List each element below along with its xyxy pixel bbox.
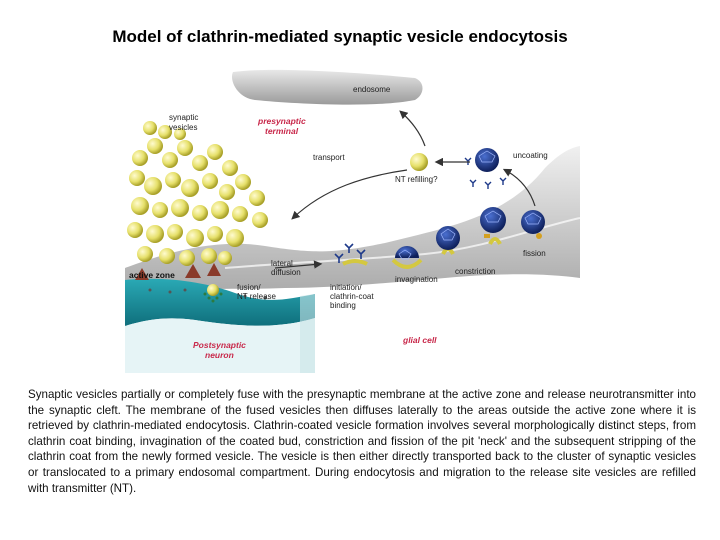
label-fusion: fusion/ NT release [237,283,277,301]
clathrin-initiation [342,259,368,266]
arrow-to-endosome [399,110,426,147]
active-zone-marker [207,263,221,276]
clathrin-triskelia [334,243,366,263]
slide-title: Model of clathrin-mediated synaptic vesi… [112,27,568,46]
invagination-bud [391,246,423,269]
label-initiation: initiation/ clathrin-coat binding [330,283,376,310]
label-synaptic-vesicles: synaptic vesicles [169,113,201,132]
label-uncoating: uncoating [513,151,548,160]
label-active-zone: active zone [129,270,175,280]
fission-bud [480,207,506,245]
active-zone-marker [135,268,149,280]
arrow-fission-up [502,168,536,207]
label-invagination: invagination [395,275,438,284]
endocytosis-diagram: endosome synaptic vesicles presynaptic t… [125,69,580,373]
label-nt-refilling: NT refilling? [395,175,438,184]
label-glial-cell: glial cell [402,335,437,345]
endosome-shape [231,69,423,105]
label-postsynaptic-neuron: Postsynaptic neuron [193,340,248,360]
arrow-transport [291,169,408,220]
label-fission: fission [523,249,546,258]
label-lateral-diffusion: lateral diffusion [271,259,301,277]
arrow-lateral-diffusion [274,260,323,269]
fusing-vesicle [207,284,219,296]
figure-caption: Synaptic vesicles partially or completel… [28,388,696,495]
label-transport: transport [313,153,345,162]
nt-refilling-vesicle [410,153,428,171]
label-endosome: endosome [353,85,391,94]
fission-vesicle [521,210,545,239]
nt-release-dots [203,292,223,303]
label-presynaptic-terminal: presynaptic terminal [257,116,308,136]
label-constriction: constriction [455,267,495,276]
synaptic-vesicle-cluster [127,121,268,266]
glial-cell-shape [315,278,580,373]
active-zone-marker [185,264,201,278]
presynaptic-membrane [125,146,580,298]
cleft-dots [148,288,267,300]
postsynaptic-neuron-shape [125,278,315,326]
constriction-bud [436,226,460,255]
uncoating-vesicle [464,148,507,189]
